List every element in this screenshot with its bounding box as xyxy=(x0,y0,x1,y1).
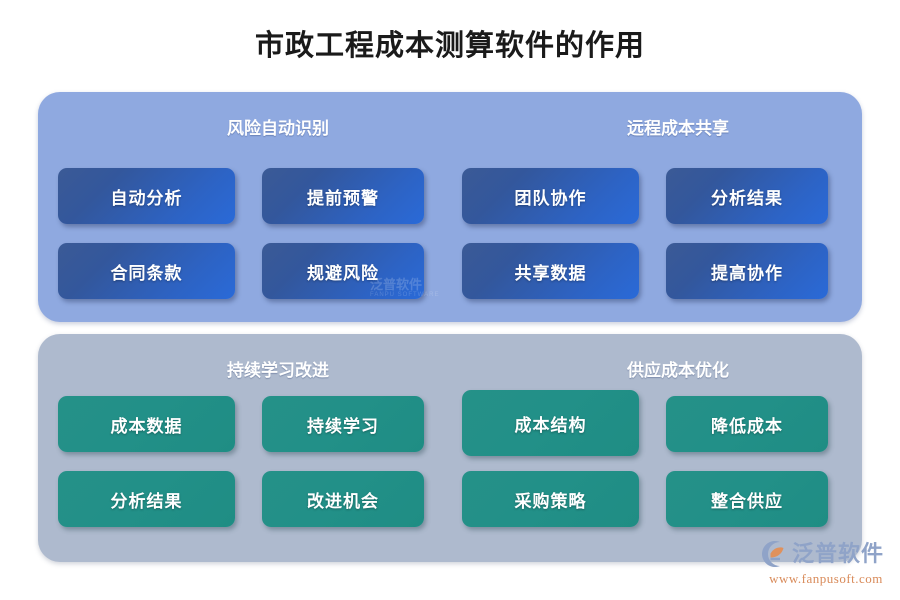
card-cost-data[interactable]: 成本数据 xyxy=(58,396,235,452)
card-auto-analysis[interactable]: 自动分析 xyxy=(58,168,235,224)
group-header-supply: 供应成本优化 xyxy=(627,361,729,380)
card-improvement-opportunity[interactable]: 改进机会 xyxy=(262,471,424,527)
card-shared-data[interactable]: 共享数据 xyxy=(462,243,639,299)
brand-name: 泛普软件 xyxy=(792,541,885,566)
card-contract-terms[interactable]: 合同条款 xyxy=(58,243,235,299)
card-continuous-learning[interactable]: 持续学习 xyxy=(262,396,424,452)
card-analysis-result-top[interactable]: 分析结果 xyxy=(666,168,828,224)
card-analysis-result-bottom[interactable]: 分析结果 xyxy=(58,471,235,527)
card-reduce-cost[interactable]: 降低成本 xyxy=(666,396,828,452)
brand-logo: 泛普软件 www.fanpusoft.com xyxy=(758,538,894,592)
panel-top: 风险自动识别 远程成本共享 自动分析 提前预警 合同条款 规避风险 团队协作 分… xyxy=(38,92,862,322)
fanpu-logo-icon xyxy=(758,539,788,569)
card-improve-collaboration[interactable]: 提高协作 xyxy=(666,243,828,299)
card-integrate-supply[interactable]: 整合供应 xyxy=(666,471,828,527)
panel-bottom: 持续学习改进 供应成本优化 成本数据 持续学习 分析结果 改进机会 成本结构 降… xyxy=(38,334,862,562)
group-header-risk: 风险自动识别 xyxy=(227,119,329,138)
card-team-collaboration[interactable]: 团队协作 xyxy=(462,168,639,224)
card-early-warning[interactable]: 提前预警 xyxy=(262,168,424,224)
group-header-learning: 持续学习改进 xyxy=(227,361,329,380)
card-procurement-strategy[interactable]: 采购策略 xyxy=(462,471,639,527)
card-avoid-risk[interactable]: 规避风险 xyxy=(262,243,424,299)
group-header-remote: 远程成本共享 xyxy=(627,119,729,138)
brand-url: www.fanpusoft.com xyxy=(769,571,883,586)
page-title: 市政工程成本测算软件的作用 xyxy=(254,30,645,62)
card-cost-structure[interactable]: 成本结构 xyxy=(462,390,639,456)
